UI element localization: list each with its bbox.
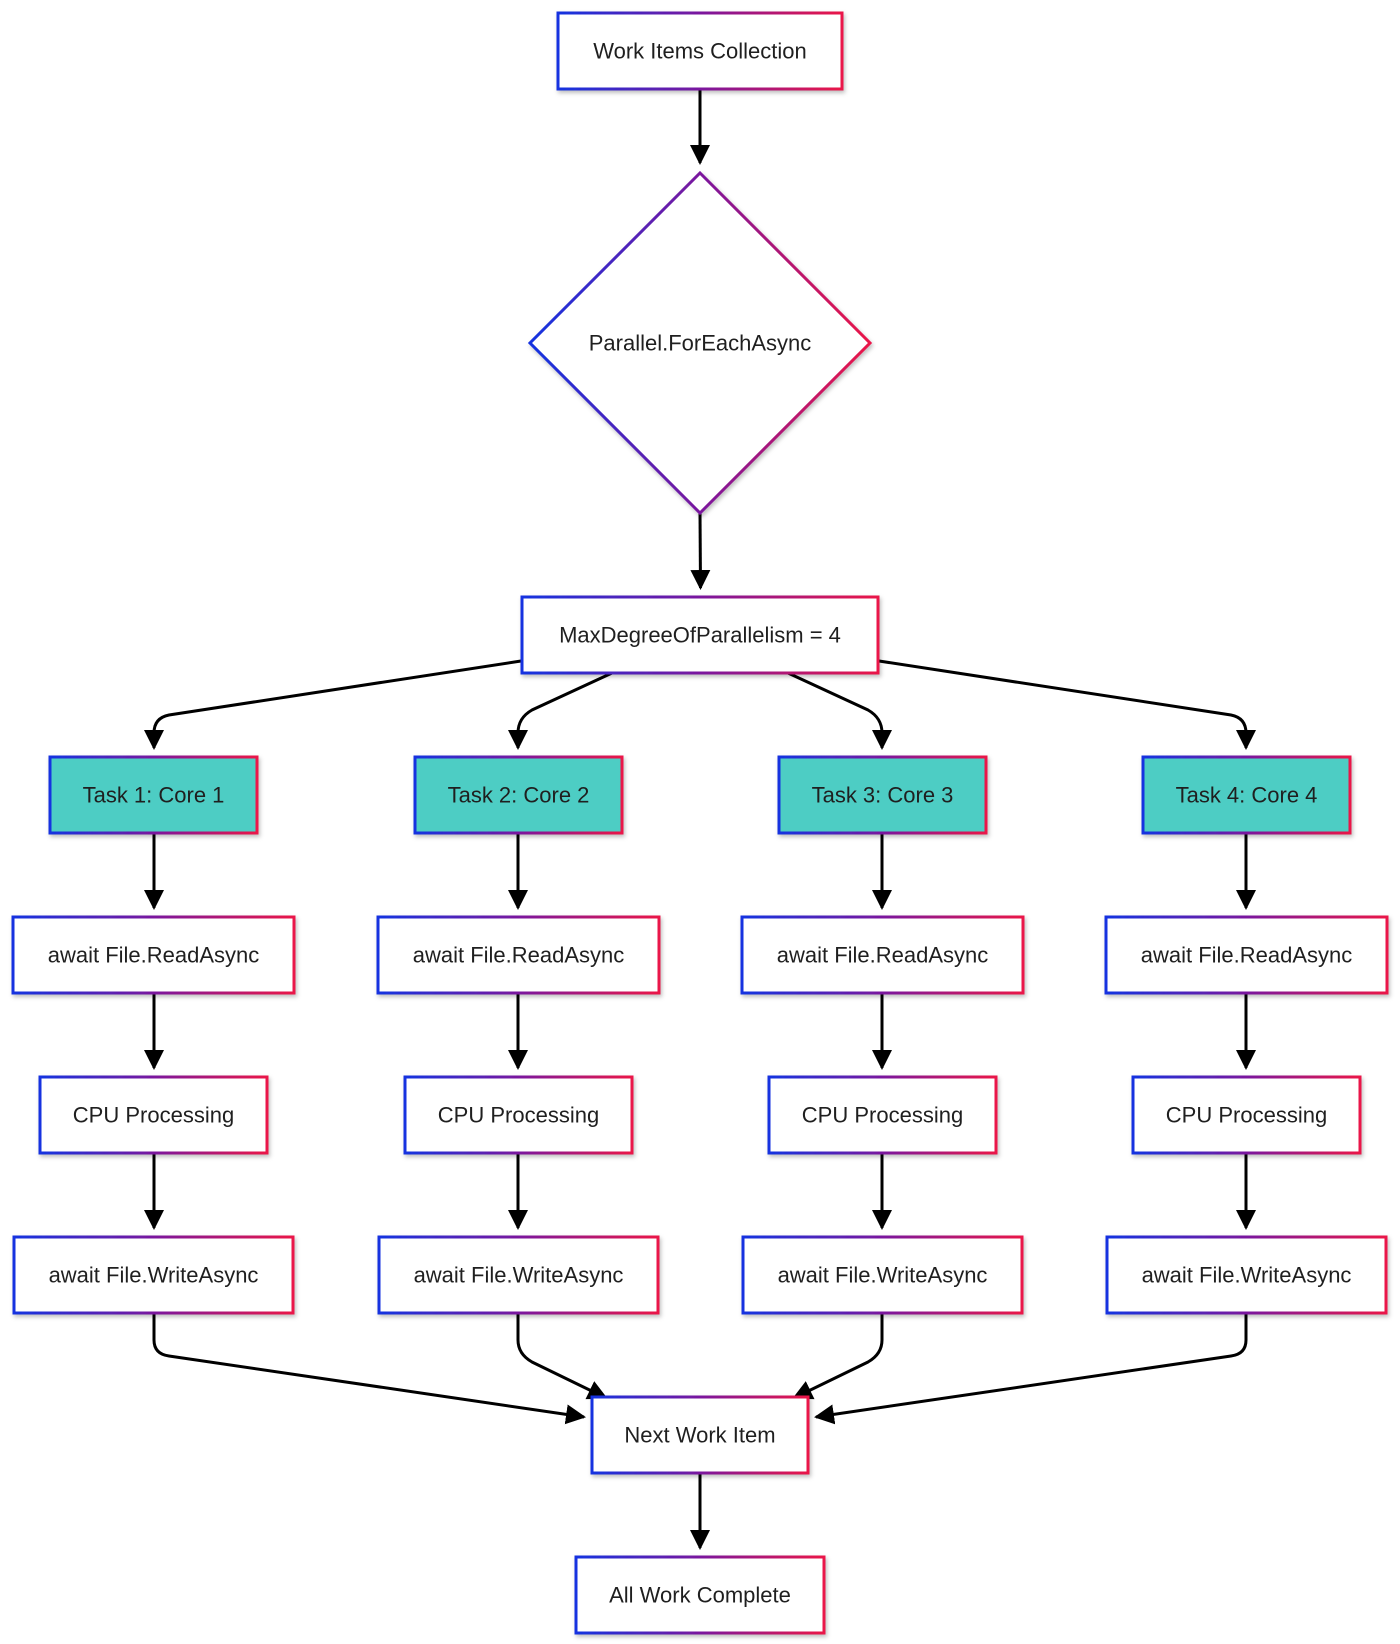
task-node-4-label: Task 4: Core 4 — [1176, 783, 1318, 808]
task-node-4: Task 4: Core 4 — [1141, 755, 1352, 835]
next-node: Next Work Item — [590, 1395, 810, 1475]
cpu-node-3: CPU Processing — [767, 1075, 998, 1155]
cpu-node-4-label: CPU Processing — [1166, 1103, 1327, 1128]
read-node-1-label: await File.ReadAsync — [48, 943, 260, 968]
read-node-2-label: await File.ReadAsync — [413, 943, 625, 968]
task-node-1: Task 1: Core 1 — [48, 755, 259, 835]
edge-config-to-task-4 — [878, 659, 1256, 750]
read-node-3-label: await File.ReadAsync — [777, 943, 989, 968]
config-node-label: MaxDegreeOfParallelism = 4 — [559, 623, 841, 648]
task-node-2-label: Task 2: Core 2 — [448, 783, 590, 808]
decision-node-label: Parallel.ForEachAsync — [589, 331, 812, 356]
write-node-4-label: await File.WriteAsync — [1142, 1263, 1352, 1288]
task-node-2: Task 2: Core 2 — [413, 755, 624, 835]
edge-write-1-to-next — [152, 1313, 586, 1425]
cpu-node-1-label: CPU Processing — [73, 1103, 234, 1128]
next-node-label: Next Work Item — [624, 1423, 775, 1448]
task-node-3: Task 3: Core 3 — [777, 755, 988, 835]
cpu-node-1: CPU Processing — [38, 1075, 269, 1155]
task-node-1-label: Task 1: Core 1 — [83, 783, 225, 808]
nodes: Work Items Collection Parallel.ForEachAs… — [11, 11, 1389, 1635]
config-node: MaxDegreeOfParallelism = 4 — [520, 595, 880, 675]
cpu-node-4: CPU Processing — [1131, 1075, 1362, 1155]
read-node-4: await File.ReadAsync — [1104, 915, 1389, 995]
edge-config-to-task-2 — [508, 671, 613, 750]
write-node-2-label: await File.WriteAsync — [414, 1263, 624, 1288]
edge-config-to-task-1 — [144, 659, 522, 750]
edge-write-4-to-next — [814, 1313, 1248, 1425]
write-node-1: await File.WriteAsync — [12, 1235, 295, 1315]
cpu-node-2: CPU Processing — [403, 1075, 634, 1155]
read-node-2: await File.ReadAsync — [376, 915, 661, 995]
edges — [144, 90, 1256, 1550]
start-node: Work Items Collection — [556, 11, 844, 91]
start-node-label: Work Items Collection — [593, 39, 807, 64]
write-node-3-label: await File.WriteAsync — [778, 1263, 988, 1288]
read-node-1: await File.ReadAsync — [11, 915, 296, 995]
read-node-3: await File.ReadAsync — [740, 915, 1025, 995]
end-node-label: All Work Complete — [609, 1583, 791, 1608]
task-node-3-label: Task 3: Core 3 — [812, 783, 954, 808]
edge-write-3-to-next — [792, 1313, 884, 1400]
write-node-1-label: await File.WriteAsync — [49, 1263, 259, 1288]
write-node-2: await File.WriteAsync — [377, 1235, 660, 1315]
write-node-4: await File.WriteAsync — [1105, 1235, 1388, 1315]
edge-decision-to-config — [690, 511, 711, 590]
edge-config-to-task-3 — [787, 671, 892, 750]
end-node: All Work Complete — [574, 1555, 826, 1635]
write-node-3: await File.WriteAsync — [741, 1235, 1024, 1315]
decision-node: Parallel.ForEachAsync — [527, 170, 873, 516]
edge-write-2-to-next — [516, 1313, 608, 1400]
cpu-node-2-label: CPU Processing — [438, 1103, 599, 1128]
cpu-node-3-label: CPU Processing — [802, 1103, 963, 1128]
read-node-4-label: await File.ReadAsync — [1141, 943, 1353, 968]
